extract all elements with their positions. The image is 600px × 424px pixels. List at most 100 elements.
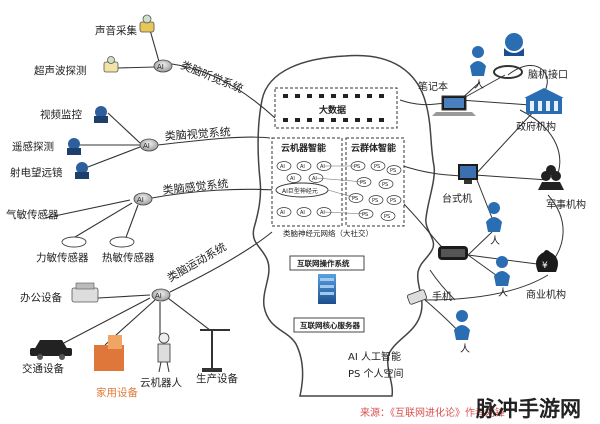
label-government: 政府机构 bbox=[516, 120, 556, 133]
mobile-phone-icon bbox=[406, 289, 428, 305]
ai-neuron-labels: AI AI AI AI AI AI AI AI bbox=[280, 164, 325, 216]
label-person: 人 bbox=[498, 287, 508, 299]
label-vehicle: 交通设备 bbox=[22, 362, 64, 375]
os-box bbox=[289, 255, 365, 271]
military-group-icon bbox=[538, 165, 564, 190]
ps-labels: PS PS PS PS PS PS PS PS PS PS bbox=[352, 164, 396, 220]
label-person: 人 bbox=[490, 235, 500, 247]
label-desktop: 台式机 bbox=[442, 192, 472, 205]
label-radio-telescope: 射电望远镜 bbox=[10, 166, 63, 179]
svg-text:PS: PS bbox=[354, 164, 360, 170]
label-cloud-robot: 云机器人 bbox=[140, 376, 182, 389]
label-notebook: 笔记本 bbox=[418, 80, 448, 93]
label-phone: 手机 bbox=[432, 290, 452, 303]
ai-node-hearing bbox=[153, 59, 173, 73]
home-appliance-icon bbox=[94, 335, 124, 371]
label-heat-sensor: 热敏传感器 bbox=[102, 251, 155, 264]
svg-text:PS: PS bbox=[390, 168, 396, 174]
input-devices: 声音采集 超声波探测 视频监控 遥感探测 射电望远镜 气敏传感器 力敏传感器 热… bbox=[6, 14, 238, 399]
legend-ai: AI 人工智能 bbox=[348, 350, 401, 363]
core-server-box bbox=[293, 317, 365, 333]
head-outline bbox=[252, 54, 436, 397]
svg-text:PS: PS bbox=[362, 212, 368, 218]
label-production-equipment: 生产设备 bbox=[196, 372, 238, 385]
right-connections bbox=[399, 65, 564, 339]
svg-text:PS: PS bbox=[374, 164, 380, 170]
printer-icon bbox=[71, 282, 99, 303]
label-core-server: 互联网核心服务器 bbox=[300, 320, 360, 330]
svg-text:PS: PS bbox=[390, 198, 396, 204]
camera-icon bbox=[94, 106, 108, 123]
label-gas-sensor: 气敏传感器 bbox=[6, 208, 59, 221]
label-commerce: 商业机构 bbox=[526, 288, 566, 301]
cloud-group-box bbox=[345, 137, 405, 227]
label-ai-giant: AI巨型神经元 bbox=[282, 187, 318, 195]
robot-icon bbox=[157, 332, 171, 373]
person-icon bbox=[454, 310, 470, 340]
big-data-dots bbox=[283, 94, 384, 122]
label-os: 互联网操作系统 bbox=[297, 258, 350, 268]
label-hearing-system: 类脑听觉系统 bbox=[179, 58, 245, 96]
svg-text:AI: AI bbox=[320, 164, 325, 170]
svg-text:PS: PS bbox=[352, 196, 358, 202]
ai-node-vision bbox=[139, 138, 159, 152]
ai-node-label: AI bbox=[137, 196, 144, 204]
svg-text:¥: ¥ bbox=[542, 261, 548, 271]
label-person: 人 bbox=[474, 79, 484, 91]
desktop-icon bbox=[458, 164, 478, 184]
sensor-ellipse bbox=[61, 236, 87, 248]
laptop-icon bbox=[432, 95, 476, 116]
label-person: 人 bbox=[460, 343, 470, 355]
microphone-icon bbox=[139, 14, 155, 33]
label-video-monitor: 视频监控 bbox=[40, 108, 82, 121]
car-icon bbox=[30, 340, 72, 360]
label-military: 军事机构 bbox=[546, 198, 586, 211]
label-motor-system: 类脑运动系统 bbox=[165, 239, 229, 284]
svg-text:AI: AI bbox=[280, 164, 285, 170]
ai-nodes-left: AI AI AI AI bbox=[133, 59, 173, 302]
label-big-data: 大数据 bbox=[319, 104, 346, 116]
brain-interface-icon bbox=[493, 33, 524, 79]
ps-cluster bbox=[348, 161, 402, 221]
svg-text:AI: AI bbox=[290, 176, 295, 182]
svg-text:PS: PS bbox=[372, 198, 378, 204]
money-bag-icon: ¥ bbox=[536, 250, 558, 272]
svg-text:AI: AI bbox=[312, 176, 317, 182]
watermark-text: 脉冲手游网 bbox=[475, 397, 581, 421]
svg-text:PS: PS bbox=[384, 214, 390, 220]
ai-node-label: AI bbox=[155, 292, 162, 300]
svg-text:PS: PS bbox=[360, 180, 366, 186]
label-force-sensor: 力敏传感器 bbox=[36, 251, 89, 264]
svg-text:PS: PS bbox=[382, 182, 388, 188]
source-citation: 来源：《互联网进化论》作者刘锋 bbox=[360, 406, 505, 419]
legend-ps: PS 个人空间 bbox=[348, 367, 404, 380]
neural-mesh bbox=[315, 165, 367, 215]
svg-text:AI: AI bbox=[300, 164, 305, 170]
label-sensation-system: 类脑感觉系统 bbox=[162, 176, 229, 197]
label-office-equipment: 办公设备 bbox=[20, 291, 62, 304]
remote-sensing-icon bbox=[67, 138, 81, 155]
ultrasonic-sensor-icon bbox=[103, 56, 119, 73]
label-remote-sensing: 遥感探测 bbox=[12, 140, 54, 153]
label-ultrasonic: 超声波探测 bbox=[34, 64, 87, 77]
oil-pump-icon bbox=[200, 329, 230, 372]
svg-text:AI: AI bbox=[280, 210, 285, 216]
ai-node-motor bbox=[151, 288, 171, 302]
label-vision-system: 类脑视觉系统 bbox=[164, 124, 231, 143]
server-icon bbox=[318, 274, 336, 304]
label-sound-collect: 声音采集 bbox=[95, 24, 137, 37]
svg-text:AI: AI bbox=[300, 210, 305, 216]
label-cloud-group: 云群体智能 bbox=[351, 142, 396, 154]
right-nodes: 笔记本 人 脑机接口 政府机构 台式机 bbox=[406, 33, 586, 355]
ai-node-sensation bbox=[133, 192, 153, 206]
sensor-ellipse bbox=[109, 236, 135, 248]
brain-core: 大数据 云机器智能 AI巨型神经元 AI AI AI AI AI AI AI A… bbox=[271, 87, 405, 380]
left-connections bbox=[44, 29, 276, 346]
ai-node-label: AI bbox=[143, 142, 150, 150]
label-neural-network: 类脑神经元网络（大社交） bbox=[283, 228, 373, 238]
label-brain-interface: 脑机接口 bbox=[528, 68, 568, 81]
label-home-equipment: 家用设备 bbox=[96, 386, 138, 399]
ai-neuron-cluster bbox=[276, 161, 332, 217]
